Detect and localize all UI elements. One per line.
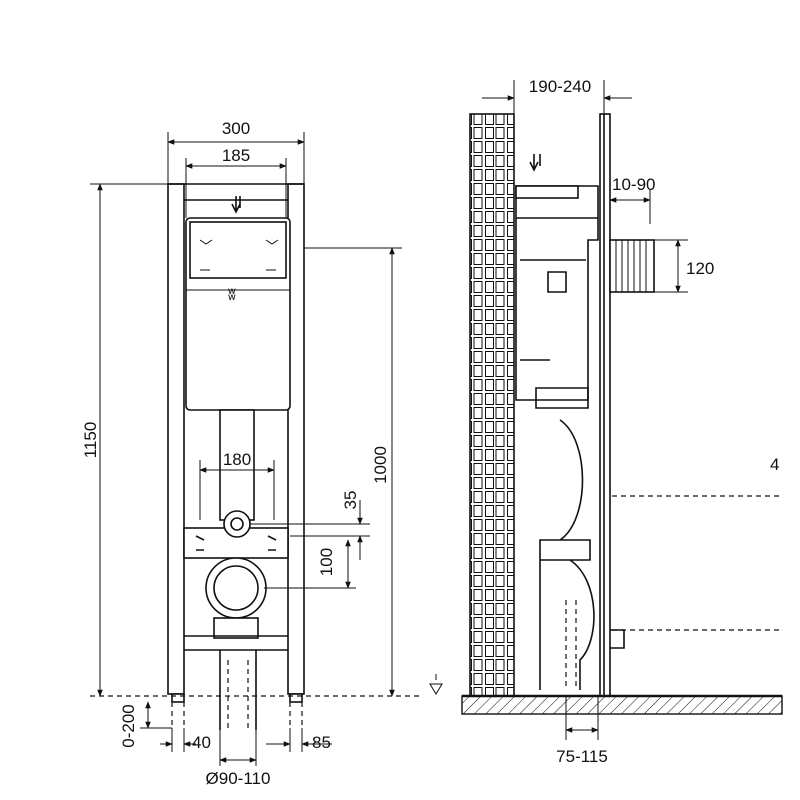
front-panel (599, 113, 611, 697)
dim-floor-offset: 75-115 (556, 747, 608, 766)
dim-outlet-height: 120 (686, 259, 714, 278)
side-dimensions: 190-240 10-90 120 75-115 4 (482, 77, 779, 766)
brick-wall (469, 113, 515, 697)
side-label: 4 (770, 455, 779, 474)
dim-right-foot: 85 (312, 733, 331, 752)
dim-frame-inner: 185 (222, 146, 250, 165)
drain-pipe (219, 650, 257, 730)
dim-foot-adjust: 0-200 (119, 704, 138, 747)
inlet-arrow-icon (529, 154, 541, 172)
flush-connector (609, 239, 655, 293)
cistern (185, 217, 291, 411)
left-upright (167, 183, 185, 695)
dim-drain-diameter: Ø90-110 (206, 769, 271, 788)
water-inlet-icon (231, 196, 241, 214)
cistern-side (515, 185, 599, 401)
dim-wall-depth: 190-240 (529, 77, 591, 96)
front-dimensions: 300 185 1150 1000 180 35 100 0-200 40 (81, 119, 402, 788)
dim-drain-offset: 180 (223, 450, 251, 469)
water-outlet (223, 510, 251, 538)
dim-flush-offset: 10-90 (612, 175, 655, 194)
cistern-logo: ʬ (228, 287, 236, 304)
waste-outlet (205, 557, 267, 619)
dim-frame-outer: 300 (222, 119, 250, 138)
dim-outlet-spacing: 100 (317, 548, 336, 576)
dim-bracket-height: 1000 (371, 446, 390, 484)
side-view (429, 113, 783, 715)
floor-level-icon (429, 674, 443, 695)
dim-left-foot: 40 (192, 733, 211, 752)
flush-pipe (219, 409, 255, 521)
dim-pipe-offset: 35 (341, 491, 360, 510)
dim-total-height: 1150 (81, 422, 100, 459)
floor-hatch (461, 695, 783, 715)
front-view: ʬ (90, 183, 420, 730)
waste-bend (539, 419, 595, 690)
